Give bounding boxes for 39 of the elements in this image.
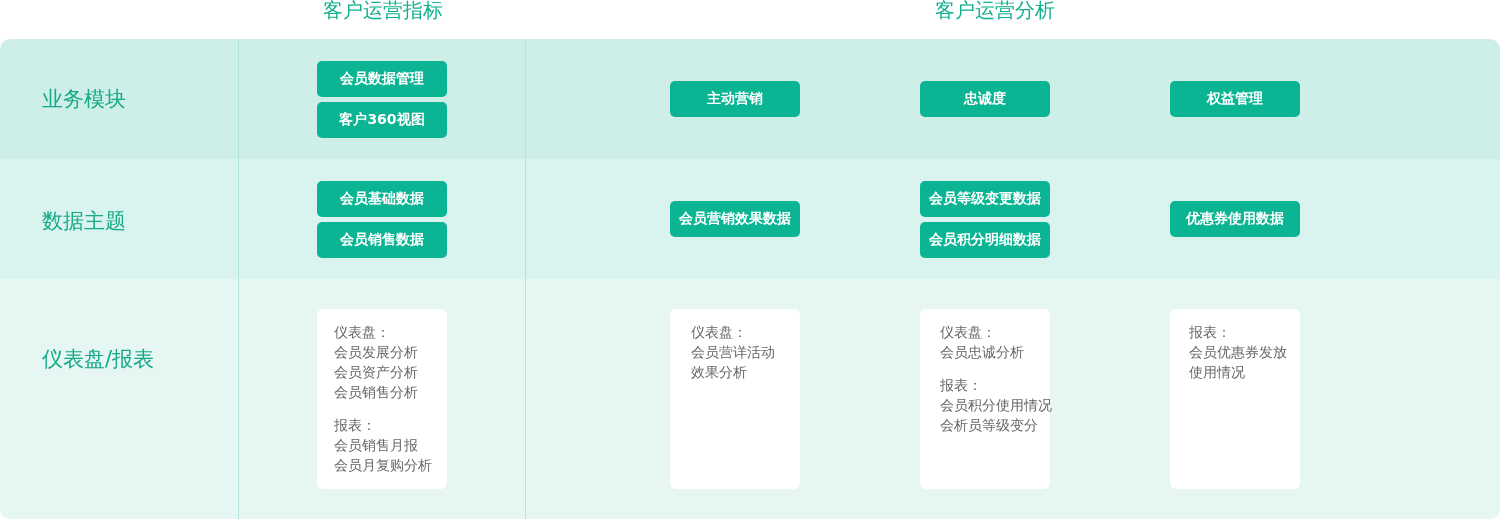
list-item: 会员资产分析 xyxy=(334,363,418,382)
column-heading: 客户运营分析 xyxy=(935,0,1055,22)
label-box: 会员基础数据 xyxy=(317,181,447,217)
label-box: 会员营销效果数据 xyxy=(670,201,800,237)
row-label: 仪表盘/报表 xyxy=(42,346,155,372)
label-box: 客户360视图 xyxy=(317,102,447,138)
card-heading: 仪表盘： xyxy=(940,323,996,342)
label-box: 会员销售数据 xyxy=(317,222,447,258)
label-box: 会员数据管理 xyxy=(317,61,447,97)
label-box: 会员积分明细数据 xyxy=(920,222,1050,258)
row-band xyxy=(0,279,1500,519)
list-item: 会员发展分析 xyxy=(334,343,418,362)
label-box: 忠诚度 xyxy=(920,81,1050,117)
row-band xyxy=(0,39,1500,159)
card-heading: 报表： xyxy=(334,416,376,435)
row-label: 业务模块 xyxy=(42,86,126,112)
list-item: 会员销售分析 xyxy=(334,383,418,402)
list-item: 会员忠诚分析 xyxy=(940,343,1024,362)
row-band xyxy=(0,159,1500,279)
list-item: 会员优惠券发放使用情况 xyxy=(1189,343,1288,382)
row-label: 数据主题 xyxy=(42,208,126,234)
info-card xyxy=(920,309,1050,489)
info-card xyxy=(670,309,800,489)
card-heading: 报表： xyxy=(1189,323,1231,342)
list-item: 会员营详活动效果分析 xyxy=(691,343,776,382)
info-card xyxy=(1170,309,1300,489)
card-heading: 报表： xyxy=(940,376,982,395)
column-heading: 客户运营指标 xyxy=(323,0,443,22)
label-box: 会员等级变更数据 xyxy=(920,181,1050,217)
label-box: 主动营销 xyxy=(670,81,800,117)
card-heading: 仪表盘： xyxy=(691,323,747,342)
label-box: 优惠券使用数据 xyxy=(1170,201,1300,237)
list-item: 会析员等级变分 xyxy=(940,416,1038,435)
list-item: 会员月复购分析 xyxy=(334,456,432,475)
list-item: 会员销售月报 xyxy=(334,436,418,455)
card-heading: 仪表盘： xyxy=(334,323,390,342)
info-card xyxy=(317,309,447,489)
label-box: 权益管理 xyxy=(1170,81,1300,117)
list-item: 会员积分使用情况 xyxy=(940,396,1052,415)
